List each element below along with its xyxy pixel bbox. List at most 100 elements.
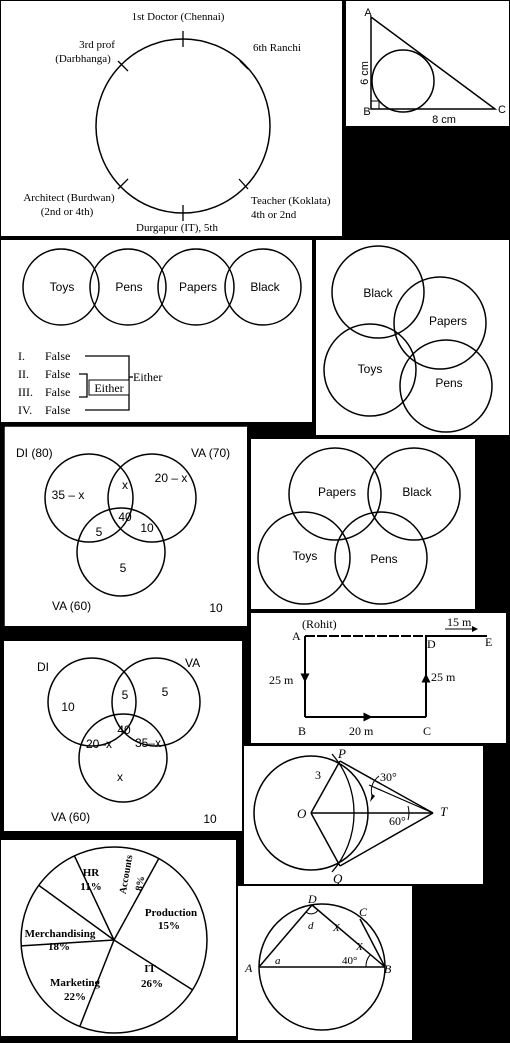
tangent-panel: P Q O T 3 30° 60° (243, 745, 484, 886)
label-black: Black (363, 286, 393, 300)
label-toys: Toys (358, 362, 383, 376)
circle-pens (399, 339, 493, 433)
region-left-low: 5 (96, 525, 103, 539)
triangle-panel: A B C 6 cm 8 cm (345, 0, 510, 127)
statement-4-value: False (45, 403, 70, 417)
seat-lower-right-line1: Teacher (Koklata) (251, 195, 331, 207)
angle-x2-label: X (355, 941, 364, 953)
angle-40-label: 40° (342, 955, 357, 967)
point-a-label: A (292, 629, 301, 643)
slice-pct-hr: 11% (80, 881, 101, 893)
angle-d-label: d (308, 920, 314, 932)
slice-label-production: Production (145, 907, 197, 919)
pie-slice-boundary-production (73, 855, 115, 941)
region-right-only: 5 (162, 685, 169, 699)
slice-label-hr: HR (83, 867, 101, 879)
venn-four-a-diagram: Black Papers Toys Pens (323, 245, 493, 433)
statement-1-num: I. (18, 349, 25, 363)
angle-a-label: a (275, 955, 281, 967)
venn-four-a-panel: Black Papers Toys Pens (315, 239, 510, 436)
slice-pct-marketing: 22% (64, 991, 86, 1003)
pie-slice-boundary-merchandising (79, 939, 115, 1027)
circle-pens (89, 248, 167, 326)
venn-chain-diagram: Toys Pens Papers Black I. False II. Fals… (18, 248, 302, 417)
venn-four-b-diagram: Papers Black Toys Pens (257, 447, 461, 605)
slice-label-it: IT (144, 963, 156, 975)
label-di: DI (37, 660, 49, 674)
point-d-label: D (427, 637, 436, 651)
pie-slice-boundary-accounts (38, 884, 115, 941)
circle-papers (393, 276, 487, 370)
slice-pct-accounts: 8% (134, 875, 147, 892)
triangle-diagram: A B C 6 cm 8 cm (359, 7, 506, 126)
seat-lower-left-line1: Architect (Burdwan) (23, 192, 115, 204)
venn-di-1-panel: DI (80) VA (70) VA (60) 35 – x x 20 – x … (3, 425, 250, 629)
rohit-label: (Rohit) (302, 617, 337, 631)
cyclic-panel: D C A B d X X a 40° (237, 885, 413, 1041)
region-right-only: 20 – x (155, 471, 188, 485)
label-va-bottom: VA (60) (52, 599, 91, 613)
region-left-only: 10 (61, 700, 75, 714)
region-center: 40 (117, 723, 131, 737)
label-va-bottom: VA (60) (51, 810, 90, 824)
region-bottom-only: 5 (120, 561, 127, 575)
seat-top-label: 1st Doctor (Chennai) (132, 11, 225, 23)
either-inner-box (88, 379, 130, 396)
circle-toys (257, 511, 351, 605)
slice-label-marketing: Marketing (50, 977, 101, 989)
seat-upper-right-label: 6th Ranchi (253, 42, 301, 54)
circle-va-top (107, 453, 197, 543)
point-b-label: B (384, 962, 392, 976)
slice-pct-production: 15% (158, 920, 180, 932)
angle-top-label: 30° (380, 770, 397, 784)
seat-upper-left-line2: (Darbhanga) (55, 53, 111, 65)
point-c-label: C (359, 905, 368, 919)
region-outside: 10 (209, 601, 223, 615)
venn-di-2-panel: DI VA VA (60) 10 5 5 40 20–x 35–x x 10 (3, 640, 243, 832)
distance-bc: 20 m (349, 724, 374, 738)
region-right-low: 10 (140, 521, 154, 535)
label-pens: Pens (115, 280, 142, 294)
label-va-top: VA (70) (191, 446, 230, 460)
circle-toys (22, 248, 100, 326)
statement-3-num: III. (18, 385, 33, 399)
vertex-a-label: A (364, 7, 372, 19)
statement-2-num: II. (18, 367, 29, 381)
label-black: Black (402, 485, 432, 499)
label-va-top: VA (185, 656, 200, 670)
venn-four-b-panel: Papers Black Toys Pens (250, 438, 476, 610)
point-d-label: D (307, 892, 317, 906)
region-top-overlap: 5 (122, 688, 129, 702)
region-left-low: 20–x (86, 737, 112, 751)
pie-slice-boundary-marketing (113, 939, 193, 991)
venn-chain-panel: Toys Pens Papers Black I. False II. Fals… (0, 239, 313, 423)
label-di: DI (80) (16, 446, 53, 460)
either-inner-bracket (79, 373, 88, 398)
cyclic-diagram: D C A B d X X a 40° (244, 892, 392, 1031)
label-papers: Papers (179, 280, 217, 294)
distance-ab: 25 m (269, 673, 294, 687)
distance-cd: 25 m (431, 670, 456, 684)
seat-lower-left-line2: (2nd or 4th) (41, 206, 94, 218)
seating-diagram: 1st Doctor (Chennai) 3rd prof (Darbhanga… (23, 11, 331, 234)
seat-upper-left-line1: 3rd prof (79, 39, 115, 51)
venn-di-1-diagram: DI (80) VA (70) VA (60) 35 – x x 20 – x … (3, 425, 250, 629)
either-inner-label: Either (94, 381, 123, 395)
point-a-label: A (244, 961, 253, 975)
slice-label-merchandising: Merchandising (25, 928, 96, 940)
vertex-b-label: B (363, 106, 370, 118)
region-center: 40 (118, 510, 132, 524)
label-toys: Toys (293, 549, 318, 563)
path-diagram: (Rohit) A D E B C 15 m 25 m 20 m 25 m (269, 615, 492, 738)
circle-di (44, 453, 134, 543)
point-b-label: B (298, 724, 306, 738)
base-label: 8 cm (432, 114, 456, 126)
seat-bottom-label: Durgapur (IT), 5th (136, 222, 218, 234)
circle-papers (288, 447, 382, 541)
circle-black (331, 245, 425, 339)
label-papers: Papers (429, 314, 467, 328)
angle-x1-label: X (332, 922, 341, 934)
label-toys: Toys (50, 280, 75, 294)
point-q-label: Q (333, 871, 343, 886)
venn-di-2-diagram: DI VA VA (60) 10 5 5 40 20–x 35–x x 10 (37, 656, 217, 826)
